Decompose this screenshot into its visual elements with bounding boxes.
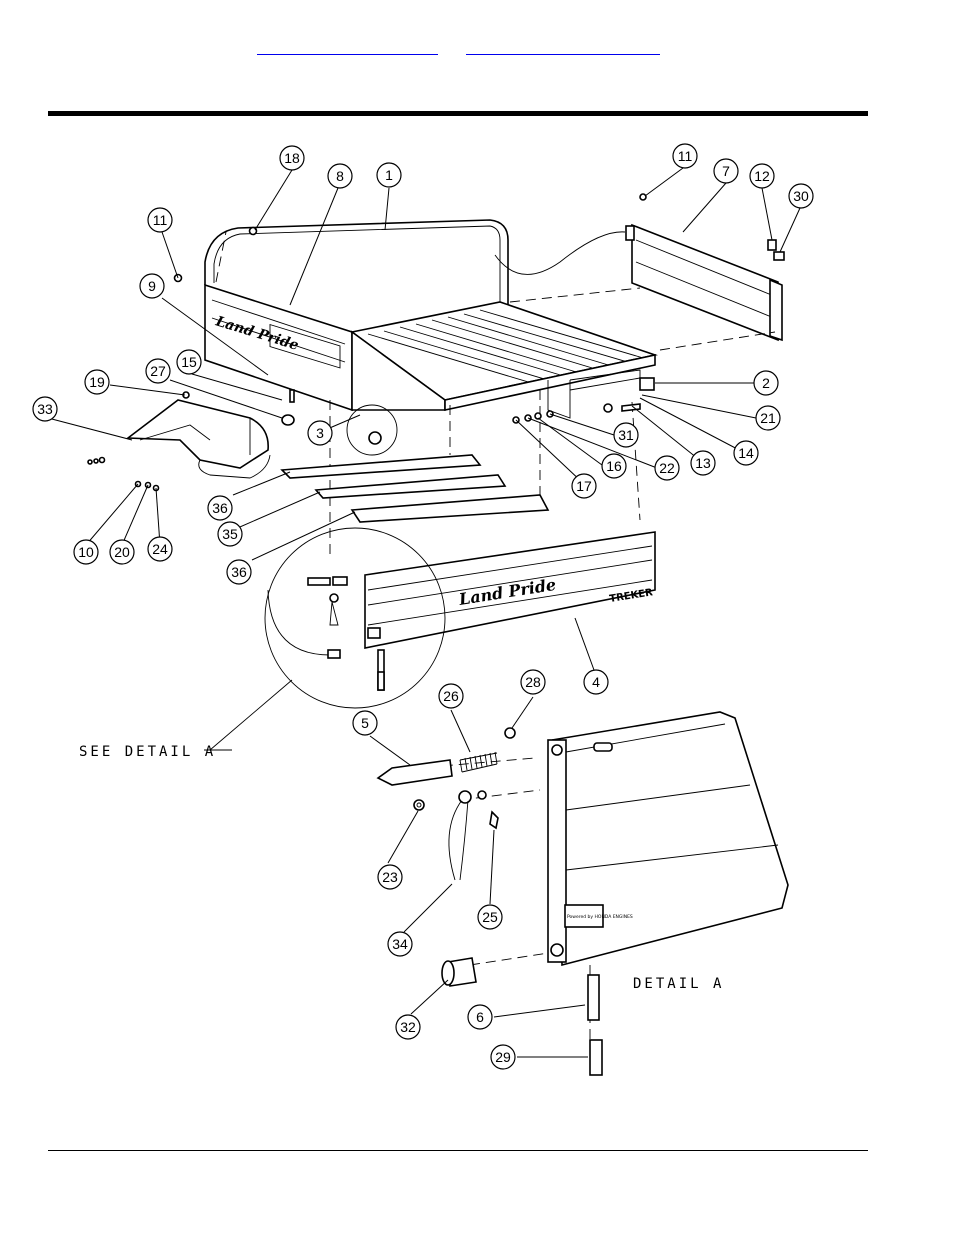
- callout-2: 2: [753, 370, 779, 396]
- callout-29: 29: [490, 1044, 516, 1070]
- header-link-2[interactable]: [466, 40, 660, 55]
- callout-19: 19: [84, 369, 110, 395]
- rear-panel: [625, 223, 783, 342]
- svg-text:26: 26: [443, 688, 459, 704]
- svg-text:16: 16: [606, 458, 622, 474]
- callout-7: 7: [713, 158, 739, 184]
- callout-24: 24: [147, 536, 173, 562]
- svg-text:29: 29: [495, 1049, 511, 1065]
- header-link-1[interactable]: [257, 40, 438, 55]
- svg-text:12: 12: [754, 168, 770, 184]
- svg-text:4: 4: [592, 674, 600, 690]
- engine-badge-text: Powered by HONDA ENGINES: [567, 914, 633, 920]
- svg-text:30: 30: [793, 188, 809, 204]
- svg-text:9: 9: [148, 278, 156, 294]
- svg-text:20: 20: [114, 544, 130, 560]
- callout-11-left: 11: [147, 207, 173, 233]
- callout-25: 25: [477, 904, 503, 930]
- detail-a-label: DETAIL A: [633, 976, 724, 992]
- callout-13: 13: [690, 450, 716, 476]
- callout-28: 28: [520, 669, 546, 695]
- see-detail-label: SEE DETAIL A: [79, 744, 216, 760]
- svg-text:35: 35: [222, 526, 238, 542]
- svg-text:15: 15: [181, 354, 197, 370]
- svg-text:3: 3: [316, 425, 324, 441]
- callout-32: 32: [395, 1014, 421, 1040]
- svg-text:33: 33: [37, 401, 53, 417]
- assembly-lines: [215, 231, 776, 1060]
- callout-5: 5: [352, 710, 378, 736]
- svg-text:13: 13: [695, 455, 711, 471]
- svg-text:22: 22: [659, 460, 675, 476]
- callout-17: 17: [571, 473, 597, 499]
- detail-a-magnifier: [209, 527, 446, 751]
- callout-23: 23: [377, 864, 403, 890]
- svg-text:31: 31: [618, 427, 634, 443]
- floor-mats: [280, 454, 550, 523]
- callout-15: 15: [176, 349, 202, 375]
- svg-text:8: 8: [336, 168, 344, 184]
- svg-text:11: 11: [153, 212, 168, 228]
- svg-text:28: 28: [525, 674, 541, 690]
- svg-text:19: 19: [89, 374, 105, 390]
- svg-text:25: 25: [482, 909, 498, 925]
- svg-text:6: 6: [476, 1009, 484, 1025]
- svg-text:2: 2: [762, 375, 770, 391]
- svg-text:27: 27: [150, 363, 166, 379]
- callout-20: 20: [109, 539, 135, 565]
- tailgate: Land Pride TREKER: [364, 531, 656, 649]
- svg-text:7: 7: [722, 163, 730, 179]
- hardware: [87, 193, 785, 492]
- callout-34: 34: [387, 931, 413, 957]
- svg-text:14: 14: [738, 445, 754, 461]
- callout-1: 1: [376, 162, 402, 188]
- svg-text:11: 11: [678, 148, 693, 164]
- callout-31: 31: [613, 422, 639, 448]
- svg-text:1: 1: [385, 167, 393, 183]
- callout-36-lower: 36: [226, 559, 252, 585]
- svg-text:10: 10: [78, 544, 94, 560]
- svg-text:18: 18: [284, 150, 300, 166]
- callout-bubbles: 18 8 1 11 9 11 7 12 30 15 27 19 33 3 2 2…: [32, 143, 814, 1070]
- callout-22: 22: [654, 455, 680, 481]
- callout-36-upper: 36: [207, 495, 233, 521]
- svg-text:23: 23: [382, 869, 398, 885]
- callout-14: 14: [733, 440, 759, 466]
- side-step: [125, 399, 271, 479]
- callout-9: 9: [139, 273, 165, 299]
- svg-text:5: 5: [361, 715, 369, 731]
- cargo-rail: [204, 219, 509, 330]
- callout-3: 3: [307, 420, 333, 446]
- cargo-box: Land Pride: [204, 219, 658, 456]
- svg-text:36: 36: [231, 564, 247, 580]
- callout-leaders: [47, 167, 801, 1058]
- callout-11-right: 11: [672, 143, 698, 169]
- svg-text:36: 36: [212, 500, 228, 516]
- callout-21: 21: [755, 405, 781, 431]
- callout-16: 16: [601, 453, 627, 479]
- svg-text:21: 21: [760, 410, 776, 426]
- detail-a-parts: Powered by HONDA ENGINES: [376, 711, 789, 1076]
- callout-26: 26: [438, 683, 464, 709]
- header-rule: [48, 111, 868, 116]
- callout-4: 4: [583, 669, 609, 695]
- callout-10: 10: [73, 539, 99, 565]
- callout-18: 18: [279, 145, 305, 171]
- footer-rule: [48, 1150, 868, 1151]
- callout-35: 35: [217, 521, 243, 547]
- callout-6: 6: [467, 1004, 493, 1030]
- svg-text:32: 32: [400, 1019, 416, 1035]
- callout-30: 30: [788, 183, 814, 209]
- svg-text:34: 34: [392, 936, 408, 952]
- wiring-harness: [494, 231, 626, 275]
- callout-33: 33: [32, 396, 58, 422]
- callout-8: 8: [327, 163, 353, 189]
- svg-text:17: 17: [576, 478, 592, 494]
- svg-text:24: 24: [152, 541, 168, 557]
- callout-27: 27: [145, 358, 171, 384]
- callout-12: 12: [749, 163, 775, 189]
